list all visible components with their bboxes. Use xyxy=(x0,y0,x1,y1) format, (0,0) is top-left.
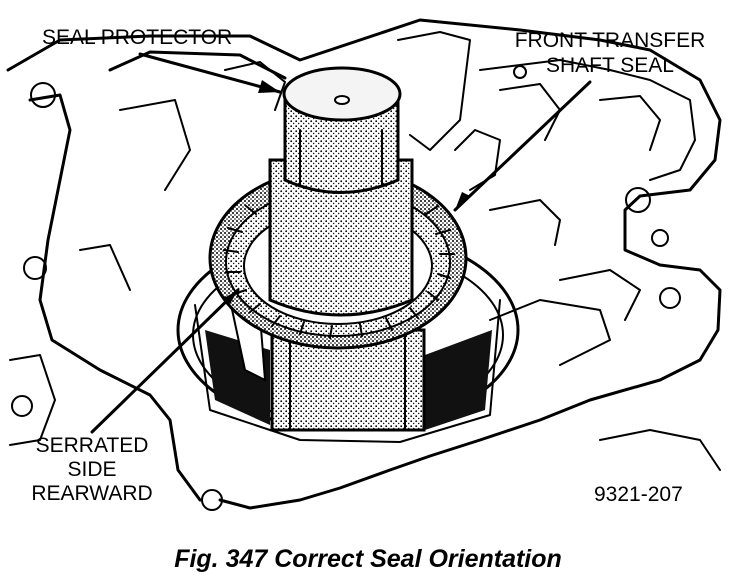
serrated-leader xyxy=(90,288,240,434)
label-front-transfer-line2: SHAFT SEAL xyxy=(546,54,674,77)
seal-protector-leader xyxy=(138,52,282,94)
transmission-case xyxy=(6,18,722,511)
label-serrated-line3: REARWARD xyxy=(31,482,152,505)
label-serrated-line2: SIDE xyxy=(67,458,116,481)
label-front-transfer-line1: FRONT TRANSFER xyxy=(515,29,706,52)
leader-lines xyxy=(90,52,592,434)
label-serrated-line1: SERRATED xyxy=(36,434,149,457)
figure-caption: Fig. 347 Correct Seal Orientation xyxy=(174,545,562,573)
label-seal-protector: SEAL PROTECTOR xyxy=(42,26,232,49)
seal-leader xyxy=(453,80,592,212)
figure-number: 9321-207 xyxy=(594,483,683,506)
seal-protector xyxy=(268,66,414,317)
